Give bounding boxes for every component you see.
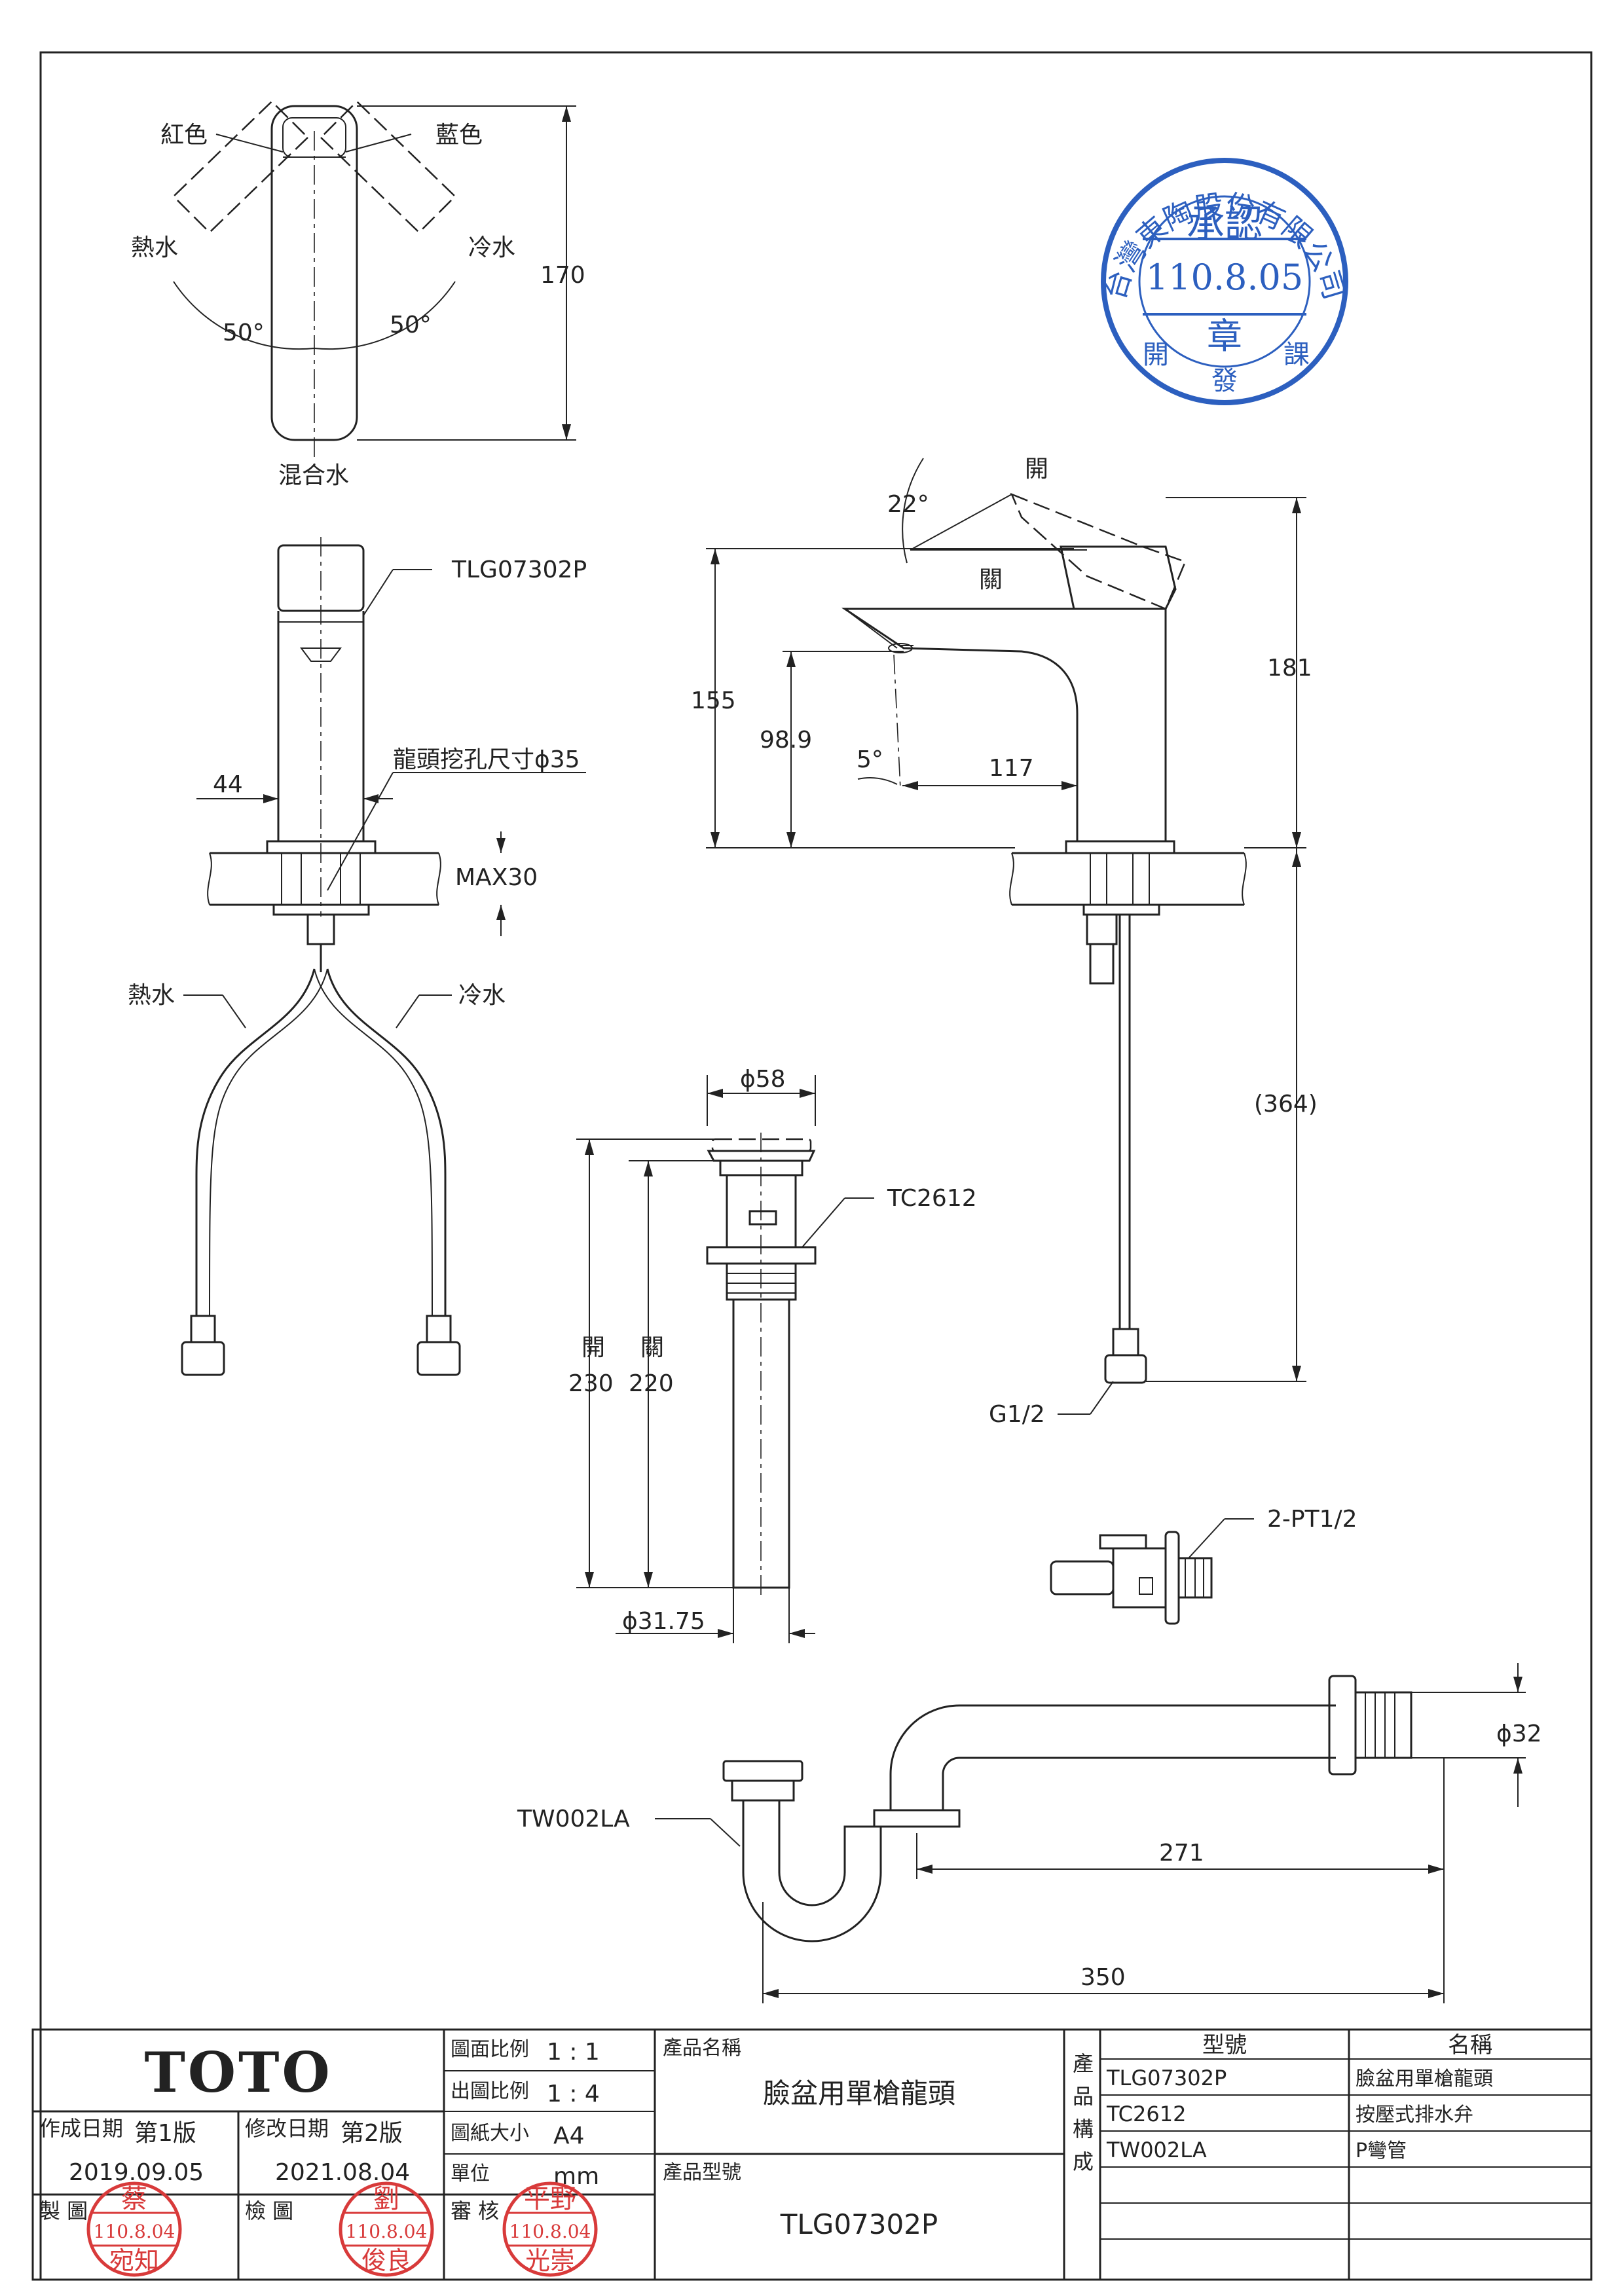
col-model-header: 型號	[1202, 2032, 1247, 2058]
mixed-water-label: 混合水	[278, 462, 349, 489]
hose-length-label: (364)	[1254, 1091, 1318, 1118]
part-model-2: TC2612	[1106, 2102, 1186, 2126]
blue-label: 藍色	[435, 122, 483, 149]
stamp2-date: 110.8.04	[346, 2221, 428, 2242]
stamp1-bottom: 宛知	[109, 2246, 159, 2275]
hot-water-label-top: 熱水	[131, 234, 178, 261]
side-close-label: 關	[979, 566, 1003, 593]
stamp3-top: 平野	[524, 2184, 576, 2214]
stamp2-bottom: 俊良	[361, 2246, 411, 2275]
stamp2-top: 劉	[373, 2184, 399, 2214]
created-date-label: 作成日期	[39, 2116, 123, 2141]
composition-label: 產品構成	[1069, 2052, 1094, 2183]
stamp1-top: 蔡	[121, 2184, 147, 2214]
angle-valve	[1050, 1518, 1254, 1625]
product-model-label: 產品型號	[663, 2161, 741, 2184]
print-scale-value: 1 : 4	[547, 2081, 600, 2107]
max30-label: MAX30	[455, 864, 538, 891]
scale-label: 圖面比例	[451, 2038, 529, 2061]
cold-water-label-top: 冷水	[468, 234, 515, 261]
width-44-label: 44	[213, 771, 243, 798]
top-view	[172, 100, 576, 458]
approved-by-label: 審 核	[451, 2198, 499, 2223]
height-98-9-label: 98.9	[760, 727, 812, 754]
p-trap-length-271: 271	[1159, 1840, 1204, 1867]
stamp-dept-mid: 發	[1211, 366, 1238, 396]
checked-by-label: 檢 圖	[245, 2198, 293, 2223]
stamp3-bottom: 光崇	[525, 2246, 575, 2275]
revised-edition: 第2版	[341, 2120, 403, 2147]
drawing-border	[39, 51, 1593, 2281]
scale-value: 1 : 1	[547, 2039, 600, 2066]
product-name-label: 產品名稱	[663, 2037, 741, 2060]
spout-angle-label: 5°	[857, 746, 883, 773]
drain-close-length: 220	[629, 1370, 674, 1397]
part-name-3: P彎管	[1356, 2140, 1407, 2162]
product-model: TLG07302P	[780, 2208, 938, 2240]
print-scale-label: 出圖比例	[451, 2080, 529, 2103]
p-trap	[655, 1663, 1526, 2003]
stamp-dept-right: 課	[1283, 340, 1310, 370]
part-model-1: TLG07302P	[1106, 2066, 1227, 2090]
revised-date: 2021.08.04	[275, 2159, 410, 2186]
hot-water-label-front: 熱水	[128, 982, 175, 1009]
stamp-dept-left: 開	[1143, 340, 1169, 370]
height-170-label: 170	[540, 262, 585, 289]
side-open-label: 開	[1025, 456, 1048, 483]
angle-valve-callout: 2-PT1/2	[1267, 1506, 1357, 1533]
signature-stamp-1: 蔡 110.8.04 宛知	[86, 2181, 182, 2277]
stamp3-date: 110.8.04	[509, 2221, 591, 2242]
front-view	[181, 537, 586, 1376]
p-trap-model-callout: TW002LA	[517, 1806, 630, 1832]
paper-size-value: A4	[553, 2123, 585, 2149]
side-view	[706, 458, 1306, 1415]
drain-top-diameter: ϕ58	[740, 1066, 786, 1093]
stamp-seal: 章	[1207, 316, 1242, 357]
cold-water-label-front: 冷水	[458, 982, 506, 1009]
faucet-model-callout: TLG07302P	[451, 556, 587, 583]
height-155-label: 155	[691, 687, 736, 714]
col-name-header: 名稱	[1448, 2032, 1492, 2058]
lever-angle-label: 22°	[887, 491, 929, 518]
created-date: 2019.09.05	[69, 2159, 204, 2186]
angle-left-label: 50°	[223, 319, 265, 346]
unit-label: 單位	[451, 2162, 490, 2185]
red-label: 紅色	[160, 122, 208, 149]
part-name-2: 按壓式排水弁	[1356, 2104, 1473, 2126]
paper-size-label: 圖紙大小	[451, 2122, 529, 2145]
part-model-3: TW002LA	[1106, 2138, 1207, 2162]
approval-stamp: 台灣東陶股份有限公司 承認 110.8.05 章 開 發 課	[1098, 158, 1351, 405]
signature-stamp-3: 平野 110.8.04 光崇	[502, 2181, 598, 2277]
part-name-1: 臉盆用單槍龍頭	[1356, 2068, 1493, 2090]
product-name: 臉盆用單槍龍頭	[763, 2077, 955, 2109]
stamp1-date: 110.8.04	[94, 2221, 175, 2242]
brand-logo: TOTO	[144, 2040, 332, 2105]
reach-117-label: 117	[989, 755, 1034, 782]
revised-date-label: 修改日期	[245, 2116, 329, 2141]
stamp-date: 110.8.05	[1146, 257, 1303, 298]
drain-model-callout: TC2612	[887, 1185, 977, 1212]
height-181-label: 181	[1267, 655, 1312, 682]
angle-right-label: 50°	[390, 312, 432, 338]
drain-bottom-diameter: ϕ31.75	[622, 1608, 705, 1635]
hole-size-label: 龍頭挖孔尺寸ϕ35	[393, 746, 580, 773]
drain-view	[576, 1075, 874, 1643]
thread-g12-label: G1/2	[989, 1401, 1045, 1428]
stamp-title: 承認	[1187, 202, 1263, 246]
p-trap-diameter: ϕ32	[1496, 1721, 1542, 1747]
created-edition: 第1版	[134, 2120, 196, 2147]
p-trap-length-350: 350	[1080, 1964, 1126, 1991]
drawn-by-label: 製 圖	[39, 2198, 88, 2223]
title-block	[31, 2028, 1593, 2281]
drain-close-label: 關	[640, 1334, 664, 1361]
signature-stamp-2: 劉 110.8.04 俊良	[339, 2181, 434, 2277]
drain-open-label: 開	[581, 1334, 605, 1361]
drain-open-length: 230	[568, 1370, 614, 1397]
